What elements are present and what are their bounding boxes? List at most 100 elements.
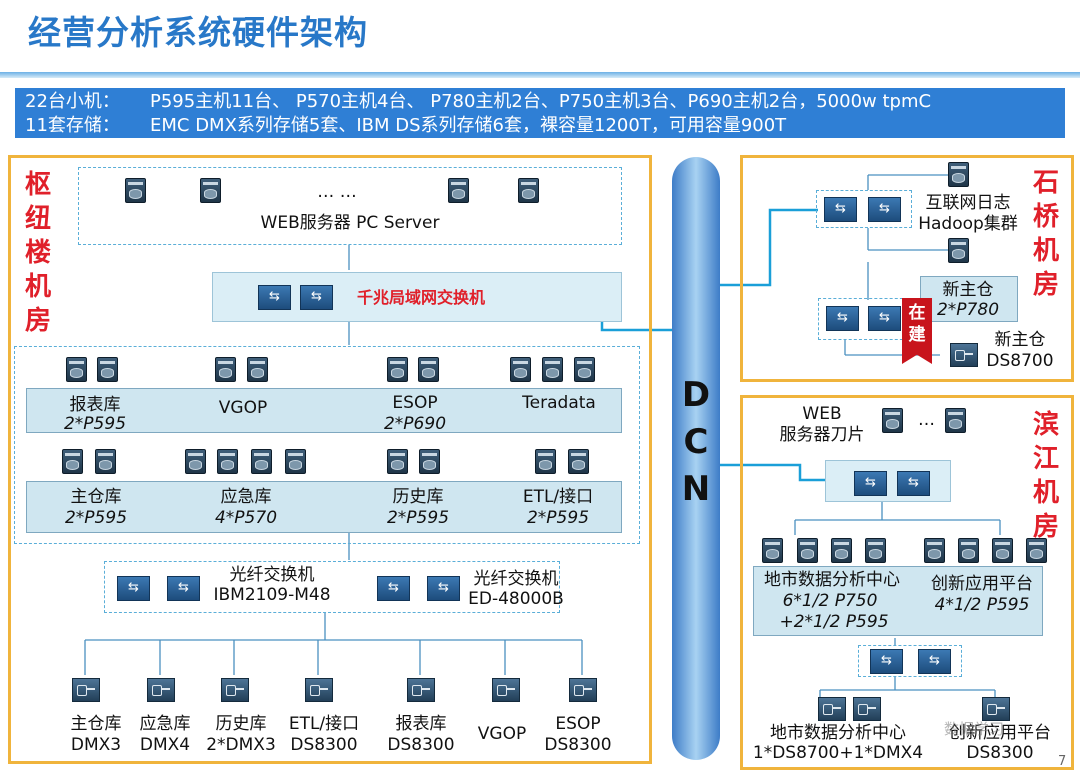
new-main-spec: 2*P780 xyxy=(936,300,1000,320)
innovation-storage-name: 创新应用平台 xyxy=(949,723,1051,743)
summary-text-1: P595主机11台、 P570主机4台、 P780主机2台、P750主机3台、P… xyxy=(150,91,932,112)
web-blade-label-2: 服务器刀片 xyxy=(779,425,865,445)
server-icon xyxy=(958,538,979,563)
host-spec: 2*P595 xyxy=(64,508,128,528)
server-icon xyxy=(948,238,969,263)
switch-icon: ⇆ xyxy=(824,197,857,222)
host-spec: 2*P595 xyxy=(386,508,450,528)
dcn-letter-c: C xyxy=(683,422,709,462)
server-icon xyxy=(419,449,440,474)
server-icon xyxy=(510,357,531,382)
host-spec: 4*P570 xyxy=(214,508,278,528)
dcn-letter-n: N xyxy=(681,469,711,509)
storage-model: DS8300 xyxy=(290,735,358,755)
host-name: 历史库 xyxy=(392,487,444,507)
host-band-2 xyxy=(26,481,622,533)
server-icon xyxy=(66,357,87,382)
host-name: 主仓库 xyxy=(70,487,122,507)
switch-icon: ⇆ xyxy=(117,576,150,601)
fiber-switch-group xyxy=(104,561,560,613)
switch-icon: ⇆ xyxy=(427,576,460,601)
new-main-storage-name: 新主仓 xyxy=(994,330,1046,350)
switch-icon: ⇆ xyxy=(167,576,200,601)
server-icon xyxy=(251,449,272,474)
server-icon xyxy=(185,449,206,474)
switch-icon: ⇆ xyxy=(868,197,901,222)
new-main-name: 新主仓 xyxy=(942,280,994,300)
dcn-backbone: D C N xyxy=(672,157,720,760)
storage-name: ESOP xyxy=(555,714,601,734)
dcn-link-binjiang xyxy=(720,463,825,482)
server-icon xyxy=(574,357,595,382)
host-name: Teradata xyxy=(522,393,596,413)
server-icon xyxy=(945,408,966,433)
server-icon xyxy=(448,178,469,203)
server-icon xyxy=(568,449,589,474)
storage-icon xyxy=(72,678,100,702)
server-icon xyxy=(247,357,268,382)
host-name: VGOP xyxy=(218,398,268,418)
server-icon xyxy=(387,357,408,382)
server-icon xyxy=(1026,538,1047,563)
host-name: 应急库 xyxy=(220,487,272,507)
hub-room-label: 枢 纽 楼 机 房 xyxy=(24,170,51,336)
storage-icon xyxy=(147,678,175,702)
summary-text-2: EMC DMX系列存储5套、IBM DS系列存储6套，裸容量1200T，可用容量… xyxy=(150,115,787,136)
storage-model: DS8300 xyxy=(544,735,612,755)
web-server-group xyxy=(78,167,622,245)
host-cluster-group xyxy=(14,346,640,544)
server-icon xyxy=(542,357,563,382)
server-icon xyxy=(97,357,118,382)
binjiang-switch-panel xyxy=(825,460,951,502)
switch-icon: ⇆ xyxy=(300,285,333,310)
storage-icon xyxy=(818,697,846,721)
server-icon xyxy=(62,449,83,474)
storage-icon xyxy=(950,343,978,367)
watermark: 数据学习 xyxy=(944,720,1005,738)
fiber-switch-1-model: IBM2109-M48 xyxy=(213,585,331,605)
storage-icon xyxy=(305,678,333,702)
shiqiao-room xyxy=(740,155,1074,382)
storage-icon xyxy=(982,697,1010,721)
storage-name: 报表库 xyxy=(395,714,447,734)
city-center-spec-1: 6*1/2 P750 xyxy=(782,591,878,611)
innovation-platform-name: 创新应用平台 xyxy=(931,574,1033,594)
innovation-storage-model: DS8300 xyxy=(966,743,1034,763)
server-icon xyxy=(762,538,783,563)
storage-name: VGOP xyxy=(477,724,527,744)
server-icon xyxy=(518,178,539,203)
host-spec: 2*P595 xyxy=(63,414,127,434)
fiber-switch-2-label: 光纤交换机 xyxy=(473,569,559,589)
host-name: 报表库 xyxy=(69,395,121,415)
host-name: ESOP xyxy=(392,393,438,413)
storage-name: ETL/接口 xyxy=(288,714,360,734)
city-center-storage-name: 地市数据分析中心 xyxy=(770,723,906,743)
server-icon xyxy=(924,538,945,563)
storage-icon xyxy=(853,697,881,721)
city-center-name: 地市数据分析中心 xyxy=(764,570,900,590)
lan-switch-label: 千兆局域网交换机 xyxy=(357,288,486,307)
switch-icon: ⇆ xyxy=(868,306,901,331)
storage-name: 应急库 xyxy=(139,714,191,734)
server-icon xyxy=(125,178,146,203)
fiber-switch-1-label: 光纤交换机 xyxy=(229,565,315,585)
title-underline xyxy=(0,72,1080,78)
page-title: 经营分析系统硬件架构 xyxy=(28,13,368,52)
server-icon xyxy=(95,449,116,474)
storage-icon xyxy=(492,678,520,702)
storage-model: 2*DMX3 xyxy=(206,735,276,755)
storage-name: 主仓库 xyxy=(70,714,122,734)
server-icon xyxy=(831,538,852,563)
summary-label-1: 22台小机： xyxy=(25,91,120,112)
server-icon xyxy=(215,357,236,382)
server-icon xyxy=(418,357,439,382)
storage-icon xyxy=(569,678,597,702)
shiqiao-room-label: 石 桥 机 房 xyxy=(1032,168,1059,300)
dcn-link-shiqiao xyxy=(720,208,818,287)
storage-icon xyxy=(407,678,435,702)
summary-label-2: 11套存储： xyxy=(25,115,120,136)
server-icon xyxy=(285,449,306,474)
hadoop-switch-group xyxy=(816,190,912,228)
storage-name: 历史库 xyxy=(215,714,267,734)
hub-room xyxy=(8,155,652,764)
